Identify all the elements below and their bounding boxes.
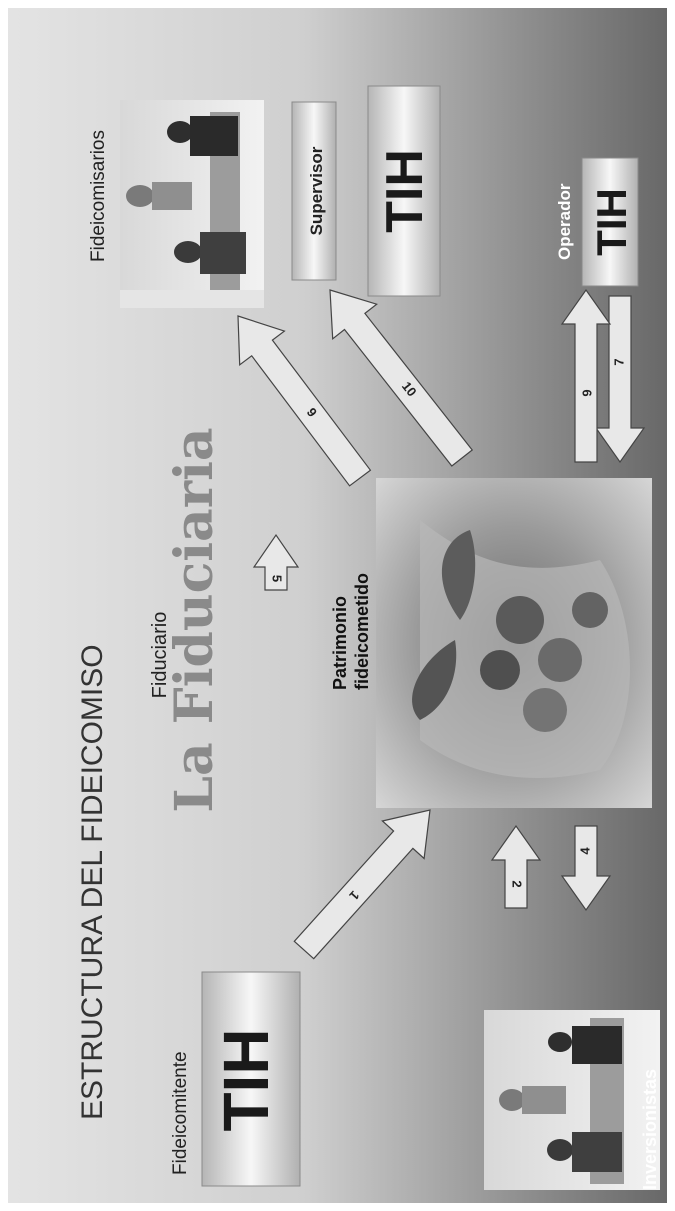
inversionistas-label: Inversionistas [640, 1069, 660, 1190]
fideicomisarios-photo [120, 100, 264, 308]
tih-logo: TIH [210, 1028, 282, 1131]
tih-logo: TIH [376, 149, 434, 233]
supervisor-label: Supervisor [307, 146, 326, 235]
arrow-label-4: 4 [577, 847, 592, 855]
tih-logo: TIH [588, 188, 635, 256]
patrimonio-coins-photo [376, 478, 652, 808]
inversionistas-photo [484, 1010, 660, 1190]
arrow-label-2: 2 [510, 880, 525, 887]
patrimonio-label-line2: fideicometido [352, 573, 372, 690]
fideicomisarios-label: Fideicomisarios [88, 130, 109, 262]
operador-tih-box: TIH [582, 158, 638, 286]
fideicomitente-tih-box: TIH [202, 972, 300, 1186]
arrow-label-5: 5 [270, 575, 285, 582]
operador-label: Operador [555, 183, 574, 260]
arrow-label-6: 6 [580, 389, 595, 396]
supervisor-tih-box: TIH [368, 86, 440, 296]
fiduciaria-name: La Fiduciaria [164, 427, 225, 812]
supervisor-box: Supervisor [292, 102, 336, 280]
arrow-label-7: 7 [611, 358, 626, 365]
diagram-title: ESTRUCTURA DEL FIDEICOMISO [76, 644, 109, 1120]
fideicomitente-label: Fideicomitente [170, 1051, 191, 1175]
patrimonio-label-line1: Patrimonio [330, 596, 350, 690]
